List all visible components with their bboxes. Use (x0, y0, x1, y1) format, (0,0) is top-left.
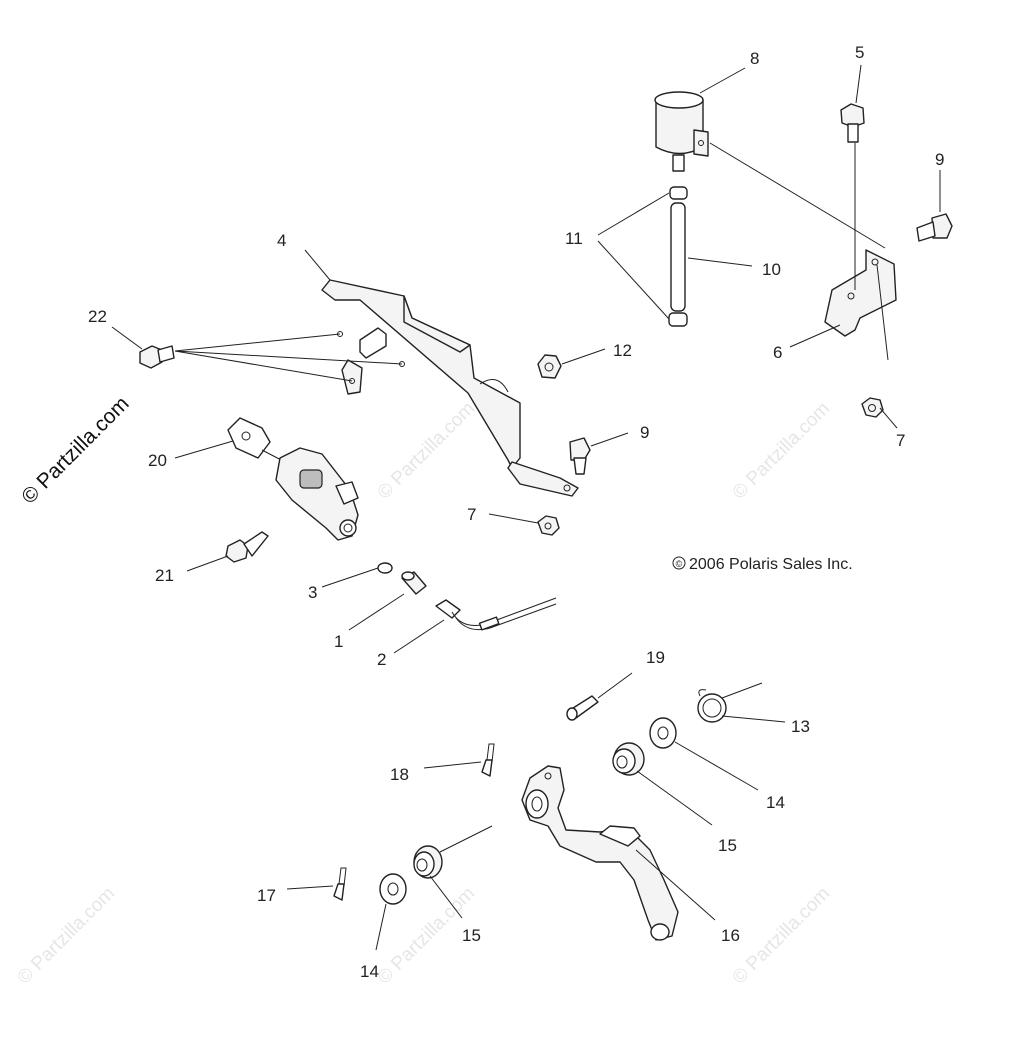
part-1-fitting (401, 571, 427, 595)
callout-2: 2 (377, 650, 386, 669)
part-20-master-cylinder (227, 417, 359, 541)
callout-12: 12 (613, 341, 632, 360)
watermark: © Partzilla.com (374, 398, 479, 503)
callout-13: 13 (791, 717, 810, 736)
part-18-cotter-pin (481, 743, 495, 777)
callout-6: 6 (773, 343, 782, 362)
part-22-bolt (139, 345, 175, 369)
callout-9: 9 (935, 150, 944, 169)
callout-16: 16 (721, 926, 740, 945)
copyright-text: 2006 Polaris Sales Inc. (689, 556, 853, 573)
part-3-o-ring (377, 562, 393, 574)
callout-19: 19 (646, 648, 665, 667)
part-7-nut-middle (537, 515, 560, 536)
callout-7: 7 (467, 505, 476, 524)
part-9-bolt-upper (916, 213, 953, 242)
watermark-main: © Partzilla.com (17, 392, 133, 508)
part-11-clamp-bottom (668, 312, 688, 327)
callout-17: 17 (257, 886, 276, 905)
watermark-group: © Partzilla.com © Partzilla.com © Partzi… (14, 392, 834, 988)
part-11-clamp-top (669, 186, 688, 200)
callout-1: 1 (334, 632, 343, 651)
callout-22: 22 (88, 307, 107, 326)
part-16-brake-pedal (521, 765, 679, 941)
copyright-notice: © 2006 Polaris Sales Inc. (672, 556, 853, 573)
part-8-reservoir (654, 91, 709, 172)
callout-14: 14 (766, 793, 785, 812)
callout-8: 8 (750, 49, 759, 68)
part-2-brake-line (435, 597, 557, 631)
part-19-pin (566, 695, 599, 721)
watermark: © Partzilla.com (729, 398, 834, 503)
callout-9: 9 (640, 423, 649, 442)
part-17-cotter-pin (333, 867, 347, 901)
callout-3: 3 (308, 583, 317, 602)
callout-11: 11 (565, 229, 583, 248)
part-14-washer-upper (649, 717, 677, 749)
callout-5: 5 (855, 43, 864, 62)
callout-20: 20 (148, 451, 167, 470)
part-12-nut (537, 354, 562, 379)
leader-lines (111, 64, 941, 951)
part-15-bushing-upper (612, 742, 645, 776)
part-10-hose (670, 202, 686, 312)
part-21-bolt (225, 531, 269, 563)
part-7-nut-right (861, 397, 884, 418)
callout-10: 10 (762, 260, 781, 279)
callout-18: 18 (390, 765, 409, 784)
callout-15: 15 (718, 836, 737, 855)
callout-4: 4 (277, 231, 286, 250)
part-4-bracket (321, 279, 579, 497)
part-14-washer-lower (379, 873, 407, 905)
callout-21: 21 (155, 566, 174, 585)
copyright-symbol: © (676, 559, 683, 569)
callout-7: 7 (896, 431, 905, 450)
part-9-bolt-middle (569, 437, 591, 475)
callout-14: 14 (360, 962, 379, 981)
watermark: © Partzilla.com (729, 883, 834, 988)
part-13-spring (697, 689, 727, 723)
part-15-bushing-lower (413, 845, 443, 879)
callout-15: 15 (462, 926, 481, 945)
part-5-bolt (840, 103, 865, 143)
watermark: © Partzilla.com (14, 883, 119, 988)
part-6-bracket (824, 249, 897, 337)
callout-labels: 8 5 9 11 10 6 7 12 4 22 9 7 20 21 3 1 2 … (88, 43, 944, 981)
